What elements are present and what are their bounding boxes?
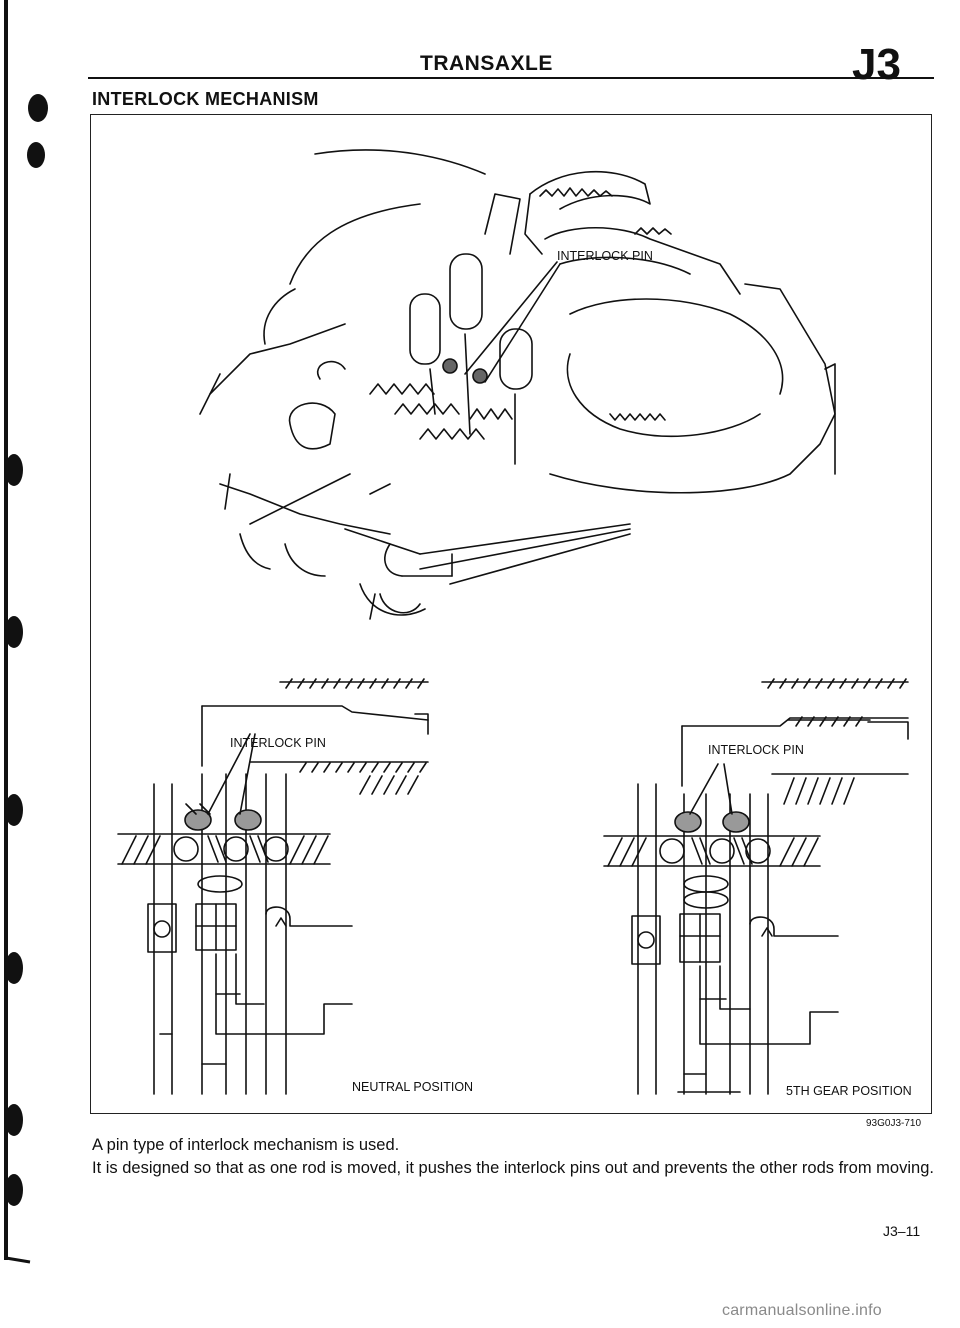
binding-hole — [5, 1104, 23, 1136]
binding-hole — [5, 952, 23, 984]
binding-hole — [5, 616, 23, 648]
header-rule — [88, 77, 934, 79]
left-interlock-pin-label: INTERLOCK PIN — [230, 736, 326, 750]
page-number: J3–11 — [883, 1223, 921, 1239]
body-text-line-2: It is designed so that as one rod is mov… — [92, 1159, 934, 1177]
neutral-position-section — [117, 678, 429, 1095]
top-interlock-pin-label: INTERLOCK PIN — [557, 249, 653, 263]
binding-hole — [27, 142, 45, 168]
transaxle-isometric-illustration — [199, 149, 836, 620]
section-title: INTERLOCK MECHANISM — [92, 89, 319, 109]
right-interlock-pin-label: INTERLOCK PIN — [708, 743, 804, 757]
body-text-line-1: A pin type of interlock mechanism is use… — [92, 1136, 400, 1154]
neutral-position-label: NEUTRAL POSITION — [352, 1080, 473, 1094]
section-code: J3 — [852, 40, 901, 89]
page-header-title: TRANSAXLE — [420, 52, 553, 75]
binding-hole — [5, 794, 23, 826]
binding-edge — [4, 0, 48, 1264]
figure-code: 93G0J3-710 — [866, 1118, 922, 1129]
figure-frame — [90, 114, 932, 1114]
fifth-gear-position-label: 5TH GEAR POSITION — [786, 1084, 912, 1098]
interlock-figure: INTERLOCK PIN — [117, 149, 912, 1098]
binding-hole — [28, 94, 48, 122]
binding-hole — [5, 454, 23, 486]
fifth-gear-position-section — [603, 678, 909, 1095]
watermark: carmanualsonline.info — [722, 1302, 882, 1319]
binding-hole — [5, 1174, 23, 1206]
